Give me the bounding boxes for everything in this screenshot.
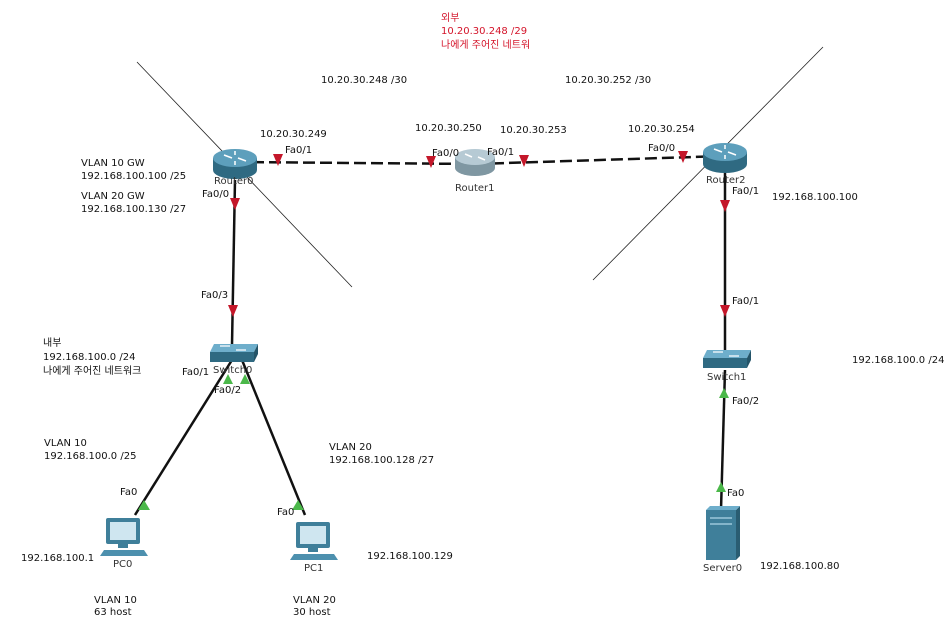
vlan20-hosts-count: 30 host [293,607,331,618]
port-label-r2-fa01: Fa0/1 [732,186,760,197]
port-marker-up [138,500,150,510]
ip-r2-fa00: 10.20.30.254 [628,124,695,135]
pc0-ip: 192.168.100.1 [21,553,95,564]
ip-r1-fa00: 10.20.30.250 [415,123,482,134]
ip-r2-fa01: 192.168.100.100 [772,192,858,203]
server0-ip: 192.168.100.80 [760,561,840,572]
vlan10-hosts-count: 63 host [94,607,132,618]
switch1-icon[interactable] [703,350,751,368]
external-note-title: 외부 [441,13,460,24]
vlan20-network: 192.168.100.128 /27 [329,455,435,466]
switch1-label: Switch1 [707,372,747,383]
pc0-icon[interactable] [100,518,148,556]
vlan20-gw-ip: 192.168.100.130 /27 [81,204,187,215]
external-note-network: 10.20.30.248 /29 [441,26,528,37]
router2-label: Router2 [706,175,746,186]
link-switch0-pc1[interactable] [240,359,307,516]
switch0-label: Switch0 [213,365,253,376]
port-marker-down [678,151,688,163]
port-marker-down [519,155,529,167]
vlan20-hosts-title: VLAN 20 [293,595,336,606]
port-marker-down [273,154,283,166]
internal-note-title: 내부 [43,338,62,349]
ip-r0-fa01: 10.20.30.249 [260,129,327,140]
port-label-sw0-fa02: Fa0/2 [214,385,242,396]
port-marker-up [223,374,233,384]
vlan10-hosts-title: VLAN 10 [94,595,137,606]
link-switch0-pc0[interactable] [133,359,234,516]
right-lan-network: 192.168.100.0 /24 [852,355,945,366]
router1-icon[interactable] [455,149,495,176]
router0-label: Router0 [214,176,254,187]
switch0-icon[interactable] [210,344,258,362]
port-label-r0-fa01: Fa0/1 [285,145,313,156]
port-marker-down [720,200,730,212]
port-marker-down [230,198,240,210]
port-marker-down [228,305,238,317]
pc1-label: PC1 [304,563,324,574]
port-marker-up [240,374,250,384]
internal-note-caption: 나에게 주어진 네트워크 [43,366,142,377]
port-label-sw0-fa03: Fa0/3 [201,290,229,301]
port-label-r0-fa00: Fa0/0 [202,189,230,200]
network-r0-r1: 10.20.30.248 /30 [321,75,408,86]
router1-label: Router1 [455,183,495,194]
pc1-icon[interactable] [290,522,338,560]
port-marker-up [719,388,729,398]
network-r1-r2: 10.20.30.252 /30 [565,75,652,86]
vlan20-gw-title: VLAN 20 GW [81,191,145,202]
port-label-r1-fa01: Fa0/1 [487,147,515,158]
vlan10-gw-ip: 192.168.100.100 /25 [81,171,187,182]
port-label-pc0-fa0: Fa0 [120,487,138,498]
router0-icon[interactable] [213,149,257,179]
port-label-r1-fa00: Fa0/0 [432,148,460,159]
vlan10-title: VLAN 10 [44,438,87,449]
ip-r1-fa01: 10.20.30.253 [500,125,567,136]
port-label-r2-fa00: Fa0/0 [648,143,676,154]
external-note-caption: 나에게 주어진 네트워 [441,40,531,51]
port-marker-up [292,500,304,510]
port-label-sw1-fa02: Fa0/2 [732,396,760,407]
port-label-server-fa0: Fa0 [727,488,745,499]
pc1-ip: 192.168.100.129 [367,551,453,562]
pc0-label: PC0 [113,559,133,570]
internal-note-network: 192.168.100.0 /24 [43,352,136,363]
port-markers [138,151,730,510]
port-marker-up [716,482,726,492]
port-marker-down [426,156,436,168]
port-label-sw0-fa01: Fa0/1 [182,367,210,378]
vlan20-title: VLAN 20 [329,442,372,453]
link-router0-router1[interactable] [234,160,476,166]
port-label-pc1-fa0: Fa0 [277,507,295,518]
port-marker-down [720,305,730,317]
vlan10-gw-title: VLAN 10 GW [81,158,145,169]
server0-label: Server0 [703,563,743,574]
vlan10-network: 192.168.100.0 /25 [44,451,137,462]
router2-icon[interactable] [703,143,747,173]
port-label-sw1-fa01: Fa0/1 [732,296,760,307]
server0-icon[interactable] [706,506,740,560]
